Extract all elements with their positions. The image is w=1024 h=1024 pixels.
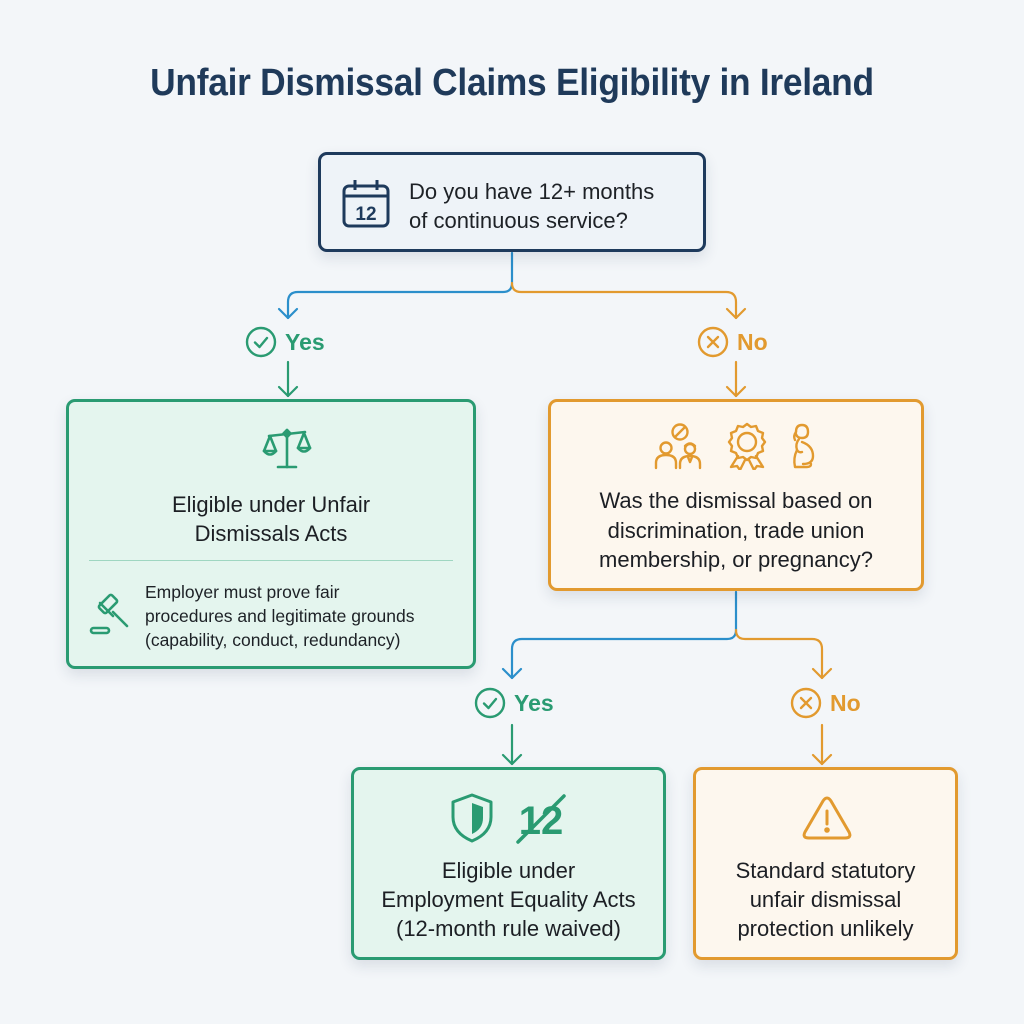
outcome-line: Eligible under [441,858,576,883]
outcome-title-line: Dismissals Acts [194,521,348,546]
question-line: discrimination, trade union [607,517,865,543]
no-text: No [737,328,768,355]
trade-union-badge-icon [727,422,767,470]
no-text: No [830,689,861,716]
question-protected-grounds: Was the dismissal based on discriminatio… [548,399,924,591]
shield-icon [451,793,493,843]
branch-yes-label: Yes [245,326,325,358]
gavel-icon [89,593,129,635]
detail-line: procedures and legitimate grounds [145,606,415,626]
calendar-icon: 12 [342,180,390,228]
question-line: Do you have 12+ months [409,179,655,204]
svg-text:12: 12 [355,204,376,225]
outcome-line: Standard statutory [735,858,916,883]
scales-of-justice-icon [262,428,312,469]
outcome-line: (12-month rule waived) [396,916,621,941]
outcome-employment-equality-acts: 12 Eligible under Employment Equality Ac… [351,767,666,960]
outcome-unfair-dismissals-acts: Eligible under Unfair Dismissals Acts Em… [66,399,476,669]
discrimination-icon [654,423,701,470]
divider [89,560,453,561]
warning-icon [802,796,852,840]
check-circle-icon [474,687,506,719]
question-line: Was the dismissal based on [599,488,873,513]
x-circle-icon [697,326,729,358]
branch-no-label: No [790,687,861,719]
check-circle-icon [245,326,277,358]
yes-text: Yes [285,328,325,355]
branch-no-label: No [697,326,768,358]
x-circle-icon [790,687,822,719]
outcome-line: Employment Equality Acts [381,887,636,912]
question-line: membership, or pregnancy? [599,547,873,572]
page-title: Unfair Dismissal Claims Eligibility in I… [150,62,874,104]
detail-line: (capability, conduct, redundancy) [145,630,401,650]
outcome-line: protection unlikely [737,916,914,941]
question-service-length: 12 Do you have 12+ months of continuous … [318,152,706,252]
outcome-protection-unlikely: Standard statutory unfair dismissal prot… [693,767,958,960]
detail-line: Employer must prove fair [145,582,340,602]
yes-text: Yes [514,689,554,716]
pregnancy-icon [793,423,815,469]
question-line: of continuous service? [409,208,628,233]
outcome-line: unfair dismissal [749,887,902,912]
waived-12-icon: 12 [515,794,566,844]
outcome-title-line: Eligible under Unfair [171,492,371,517]
branch-yes-label: Yes [474,687,554,719]
